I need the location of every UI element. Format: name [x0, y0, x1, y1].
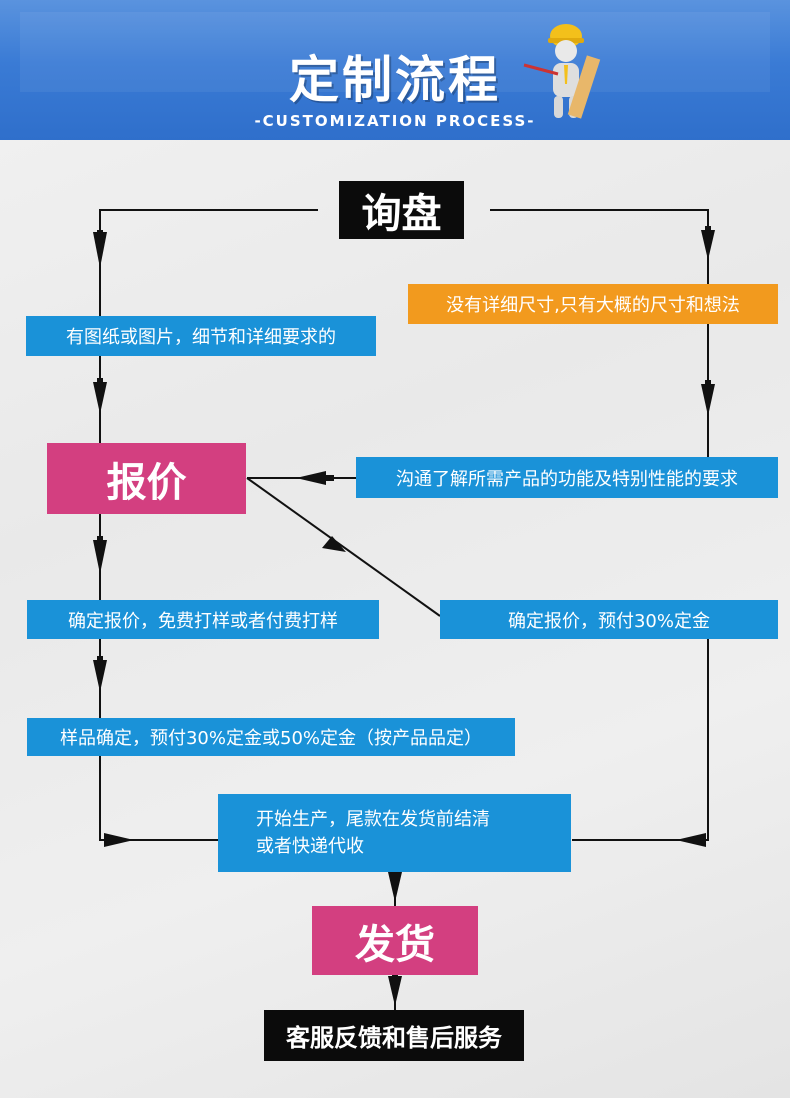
arrow-down-icon	[701, 230, 715, 260]
step-service-label: 客服反馈和售后服务	[286, 1024, 502, 1052]
arrow-right-icon	[322, 536, 346, 552]
step-communicate: 沟通了解所需产品的功能及特别性能的要求	[356, 457, 778, 498]
step-ship: 发货	[312, 906, 478, 975]
header-strip	[20, 12, 770, 92]
worker-with-ruler-icon	[523, 24, 601, 119]
step-confirm-sample-label: 确定报价，免费打样或者付费打样	[68, 610, 338, 632]
step-ship-label: 发货	[355, 921, 435, 968]
step-sample-confirmed-label: 样品确定，预付30%定金或50%定金（按产品品定）	[59, 728, 482, 749]
step-production: 开始生产，尾款在发货前结清 或者快递代收	[218, 794, 571, 872]
step-confirm-sample: 确定报价，免费打样或者付费打样	[27, 600, 379, 639]
step-with-drawings: 有图纸或图片，细节和详细要求的	[26, 316, 376, 356]
page-title: 定制流程	[289, 51, 501, 109]
step-production-line1: 开始生产，尾款在发货前结清	[256, 809, 490, 830]
step-no-details: 没有详细尺寸,只有大概的尺寸和想法	[408, 284, 778, 324]
step-production-line2: 或者快递代收	[256, 836, 364, 857]
step-quote-label: 报价	[106, 459, 187, 506]
step-confirm-deposit-label: 确定报价，预付30%定金	[507, 610, 710, 632]
step-communicate-label: 沟通了解所需产品的功能及特别性能的要求	[396, 468, 738, 490]
step-inquiry-label: 询盘	[361, 191, 442, 237]
page-subtitle: -CUSTOMIZATION PROCESS-	[254, 112, 536, 130]
step-inquiry: 询盘	[339, 181, 464, 239]
arrow-down-icon	[93, 540, 107, 574]
step-with-drawings-label: 有图纸或图片，细节和详细要求的	[66, 327, 336, 348]
step-service: 客服反馈和售后服务	[264, 1010, 524, 1061]
arrow-right-icon	[104, 833, 134, 847]
step-sample-confirmed: 样品确定，预付30%定金或50%定金（按产品品定）	[27, 718, 515, 756]
header-banner: 定制流程 -CUSTOMIZATION PROCESS-	[0, 0, 790, 140]
arrow-down-icon	[388, 872, 402, 902]
step-quote: 报价	[47, 443, 246, 514]
arrow-left-icon	[296, 471, 326, 485]
arrowheads	[93, 226, 715, 1006]
arrow-down-icon	[93, 382, 107, 414]
step-confirm-deposit: 确定报价，预付30%定金	[440, 600, 778, 639]
arrow-down-icon	[93, 660, 107, 692]
arrow-down-icon	[701, 384, 715, 416]
step-no-details-label: 没有详细尺寸,只有大概的尺寸和想法	[446, 295, 740, 316]
arrow-down-icon	[388, 976, 402, 1006]
arrow-left-icon	[676, 833, 706, 847]
arrow-down-icon	[93, 232, 107, 268]
